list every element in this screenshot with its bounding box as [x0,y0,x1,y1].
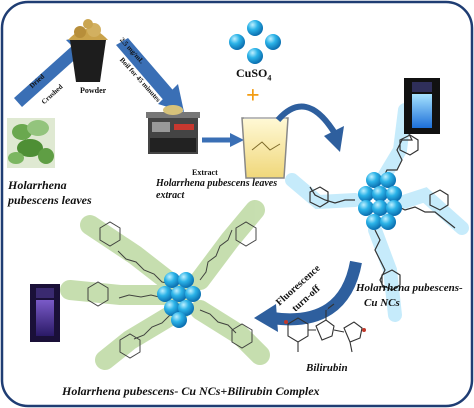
caption-ncs-2: Cu NCs [364,297,400,309]
caption-extract-1: Holarrhena pubescens leaves [156,178,278,189]
complex-cu-cluster [157,272,201,328]
plus-sign: + [246,83,260,109]
arrow-to-ncs [275,103,337,134]
arrow-boil [116,38,184,112]
leaves-photo [7,118,55,168]
label-extract: Extract [192,168,218,177]
caption-leaves-2: pubescens leaves [8,193,92,207]
caption-ncs-1: Holarrhena pubescens- [356,282,463,294]
powder-container-icon [68,19,108,82]
caption-leaves-1: Holarrhena [8,178,67,192]
vial-quenched-icon [30,284,60,342]
bilirubin-structure [284,303,366,353]
arrow-turn-off [271,260,362,326]
caption-bilirubin: Bilirubin [306,362,348,374]
vial-fluorescent-icon [404,78,440,134]
label-powder: Powder [80,86,107,95]
cu-ncs-cluster [358,172,402,230]
complex-ligand-arms [60,200,270,370]
caption-extract-2: extract [156,190,185,201]
cuso4-spheres [229,20,281,64]
hot-plate-icon [146,105,200,154]
beaker-icon [241,117,289,179]
caption-complex: Holarrhena pubescens- Cu NCs+Bilirubin C… [62,384,320,398]
cuso4-formula: CuSO4 [236,66,272,83]
